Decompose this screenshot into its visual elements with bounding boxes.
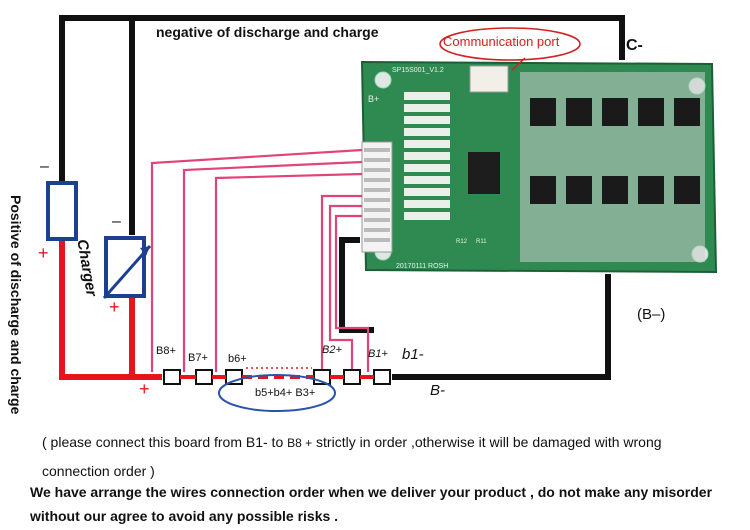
bms-board: SP15S001_V1.2 B+ 20170111 ROSH R12 R11 [360,60,718,274]
discharge-minus-sign: – [40,158,49,175]
communication-port-connector [469,65,509,93]
board-r11-text: R11 [476,239,487,245]
comm-port-highlight [439,27,581,61]
instruction-line-1: ( please connect this board from B1- to … [42,434,662,450]
b6-label: b6+ [228,353,247,365]
balance-wires [150,148,370,372]
b1-label: B1+ [368,348,388,360]
board-model-text: SP15S001_V1.2 [392,67,444,74]
b2-label: B2+ [322,344,342,356]
warning-line-2: without our agree to avoid any possible … [30,508,339,524]
negative-wire [59,15,625,380]
charger-connector [104,236,146,298]
b8-label: B8+ [156,345,176,357]
charger-plus-sign: + [109,297,120,317]
discharge-connector [46,181,78,241]
ic-chip [468,152,500,194]
board-r12-text: R12 [456,239,468,245]
instruction-part-3: strictly in order ,otherwise it will be … [316,434,662,450]
left-vertical-label: Positive of discharge and charge [8,195,24,415]
instruction-b8: B8 + [287,436,313,450]
instruction-part-1: ( please connect this board from B1- to [42,434,284,450]
instruction-line-2: connection order ) [42,463,155,479]
board-b-plus-text: B+ [368,94,379,104]
resistor-array [404,92,450,220]
b7-label: B7+ [188,352,208,364]
top-wire-label: negative of discharge and charge [156,24,379,40]
charger-minus-sign: – [112,213,121,230]
discharge-plus-sign: + [38,243,49,263]
positive-wire [59,240,162,380]
b1-minus-label: b1- [402,346,424,363]
b-minus-label: B- [430,382,445,399]
board-serial-text: 20170111 ROSH [396,263,448,270]
b-minus-paren-label: (B–) [637,306,666,323]
pack-plus-sign: + [139,379,150,399]
b543-highlight [218,374,336,412]
mosfet-array [530,98,700,204]
c-minus-label: C- [626,37,643,54]
warning-line-1: We have arrange the wires connection ord… [30,484,713,500]
b543-label: b5+b4+ B3+ [255,387,316,399]
communication-port-label: Communication port [443,34,560,49]
